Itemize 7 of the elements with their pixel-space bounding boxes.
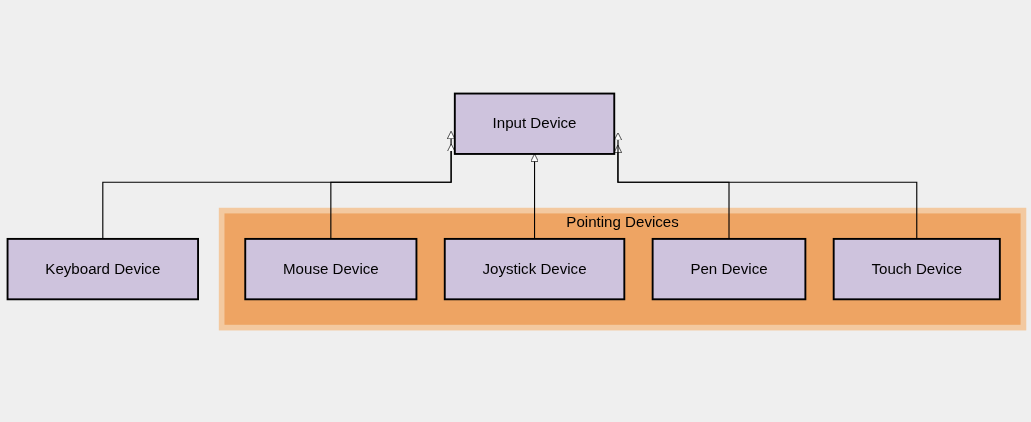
node-box: Joystick Device: [443, 238, 626, 301]
node-box: Mouse Device: [244, 238, 418, 301]
arrow: [530, 154, 539, 240]
node-box: Keyboard Device: [6, 238, 199, 301]
node-box: Touch Device: [832, 238, 1001, 301]
node-box: Pen Device: [651, 238, 807, 301]
node-box: Input Device: [453, 93, 616, 156]
